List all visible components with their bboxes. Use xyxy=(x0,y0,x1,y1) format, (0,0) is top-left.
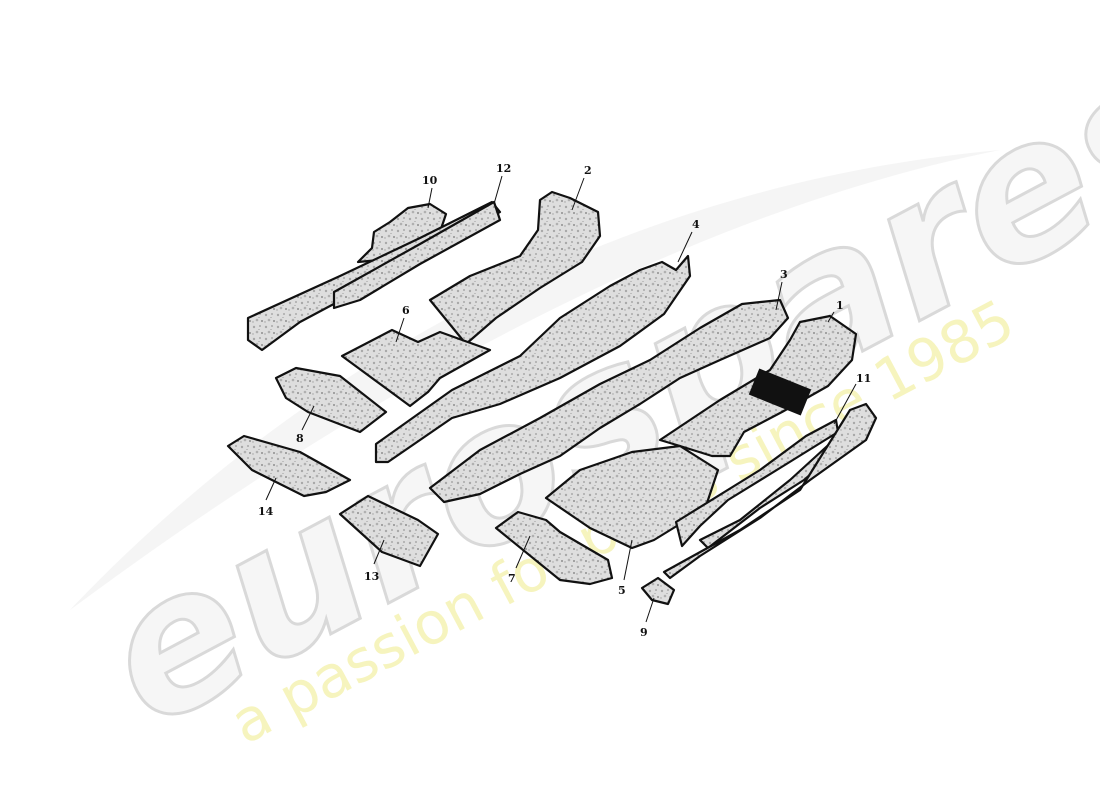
callout-1-leader xyxy=(827,311,835,323)
callout-2: 2 xyxy=(584,164,592,177)
part-right-sill-carpet[interactable] xyxy=(662,402,878,580)
part-14-carpet[interactable] xyxy=(226,434,352,498)
callout-13-leader xyxy=(373,539,385,565)
callout-3: 3 xyxy=(780,268,788,281)
callout-12: 12 xyxy=(496,162,511,175)
callout-4: 4 xyxy=(692,218,700,231)
callout-2-leader xyxy=(571,177,585,211)
part-2-carpet[interactable] xyxy=(428,190,602,346)
callout-6: 6 xyxy=(402,304,410,317)
part-6-carpet[interactable] xyxy=(340,328,492,408)
carpet-parts xyxy=(226,190,878,606)
part-8-carpet[interactable] xyxy=(274,366,388,434)
callout-7-leader xyxy=(515,535,531,569)
callout-9: 9 xyxy=(640,626,648,639)
callout-13: 13 xyxy=(364,570,379,583)
watermark-brand: eurospares xyxy=(67,11,1100,770)
part-7-carpet[interactable] xyxy=(494,510,614,586)
callout-1: 1 xyxy=(836,299,844,312)
part-13-carpet[interactable] xyxy=(338,494,440,568)
part-1-dark-patch xyxy=(748,368,812,416)
callout-9-leader xyxy=(645,597,655,623)
callout-12-leader xyxy=(493,175,503,205)
part-3-carpet[interactable] xyxy=(428,298,790,504)
part-4-carpet[interactable] xyxy=(374,254,692,464)
callout-7: 7 xyxy=(508,572,516,585)
part-9-carpet[interactable] xyxy=(640,576,676,606)
part-12b-carpet[interactable] xyxy=(332,200,502,310)
callout-11-leader xyxy=(833,383,857,425)
callouts: 1 2 3 4 5 6 7 8 9 10 11 12 13 14 xyxy=(258,162,871,639)
callout-3-leader xyxy=(775,281,783,311)
callout-8-leader xyxy=(301,405,315,431)
callout-6-leader xyxy=(395,317,405,343)
part-11-carpet[interactable] xyxy=(674,418,840,548)
watermark: eurospares a passion for parts since 198… xyxy=(66,9,1100,771)
callout-5: 5 xyxy=(618,584,626,597)
callout-10-leader xyxy=(427,187,433,209)
callout-14-leader xyxy=(265,477,277,501)
callout-4-leader xyxy=(677,231,693,263)
callout-14: 14 xyxy=(258,505,274,518)
callout-10: 10 xyxy=(422,174,438,187)
callout-5-leader xyxy=(623,539,633,581)
callout-11: 11 xyxy=(856,372,871,385)
callout-8: 8 xyxy=(296,432,304,445)
